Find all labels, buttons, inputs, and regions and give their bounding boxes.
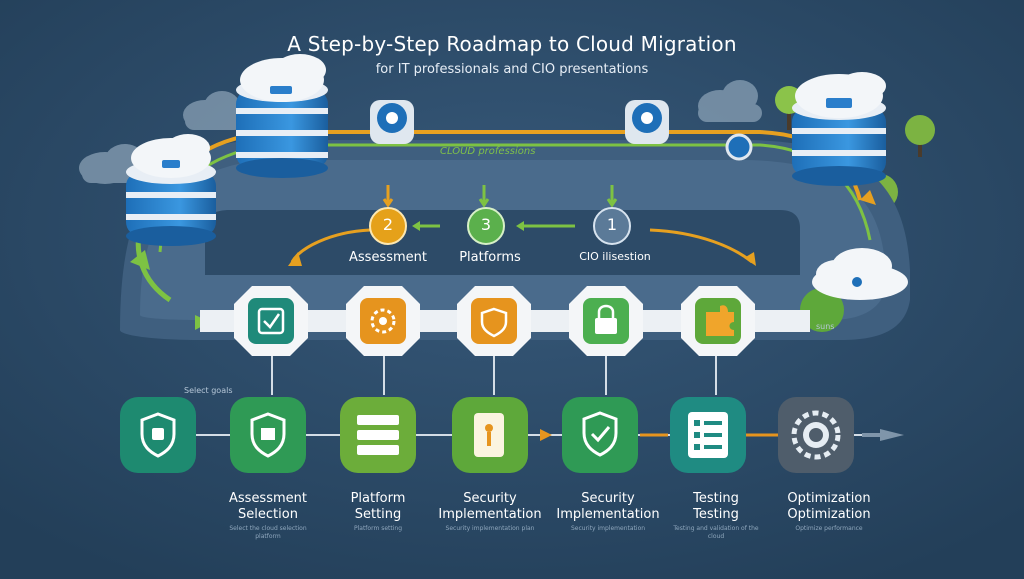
step-icon-1 xyxy=(120,397,196,473)
server-stack-left-large xyxy=(236,54,328,178)
hex-node-2 xyxy=(346,286,420,356)
server-stack-right xyxy=(792,72,886,186)
phase-label-cio: CIO ilisestion xyxy=(579,250,651,263)
phase-number-2: 2 xyxy=(382,215,394,234)
hex-node-3 xyxy=(457,286,531,356)
phase-arrows xyxy=(288,185,756,266)
track-label: CLOUD professions xyxy=(440,146,536,157)
step-note-6: Optimize performance xyxy=(795,525,863,532)
step-note-5: Testing and validation of the cloud xyxy=(673,525,759,540)
hex-node-4 xyxy=(569,286,643,356)
phase-number-3: 3 xyxy=(480,215,492,234)
phase-label-platforms: Platforms xyxy=(459,250,521,265)
phase-circles xyxy=(369,207,631,245)
hex-node-1 xyxy=(234,286,308,356)
hex-nodes xyxy=(234,286,755,356)
roadmap-track xyxy=(120,130,910,340)
page-subtitle: for IT professionals and CIO presentatio… xyxy=(375,62,649,77)
step-note-1: Select the cloud selection platform xyxy=(229,525,307,540)
server-stack-left-small xyxy=(126,134,216,246)
step-icons xyxy=(120,397,854,473)
hex-node-5 xyxy=(681,286,755,356)
cloud-node-right xyxy=(800,248,908,332)
bottom-flow-line xyxy=(190,429,904,441)
top-gear-nodes xyxy=(370,100,753,161)
phase-label-assessment: Assessment xyxy=(349,250,427,265)
side-note: Select goals xyxy=(184,386,233,395)
phase-number-1: 1 xyxy=(606,215,618,234)
step-note-4: Security implementation xyxy=(570,525,646,532)
vertical-connectors xyxy=(271,356,717,395)
step-note-2: Platform setting xyxy=(353,525,402,532)
right-note: suns xyxy=(816,322,835,331)
step-icon-2 xyxy=(230,397,306,473)
step-note-3: Security implementation plan xyxy=(445,525,535,532)
step-icon-3 xyxy=(340,397,416,473)
step-icon-7 xyxy=(778,397,854,473)
step-icon-6 xyxy=(670,397,746,473)
step-icon-4 xyxy=(452,397,528,473)
step-icon-5 xyxy=(562,397,638,473)
page-title: A Step-by-Step Roadmap to Cloud Migratio… xyxy=(287,32,737,56)
